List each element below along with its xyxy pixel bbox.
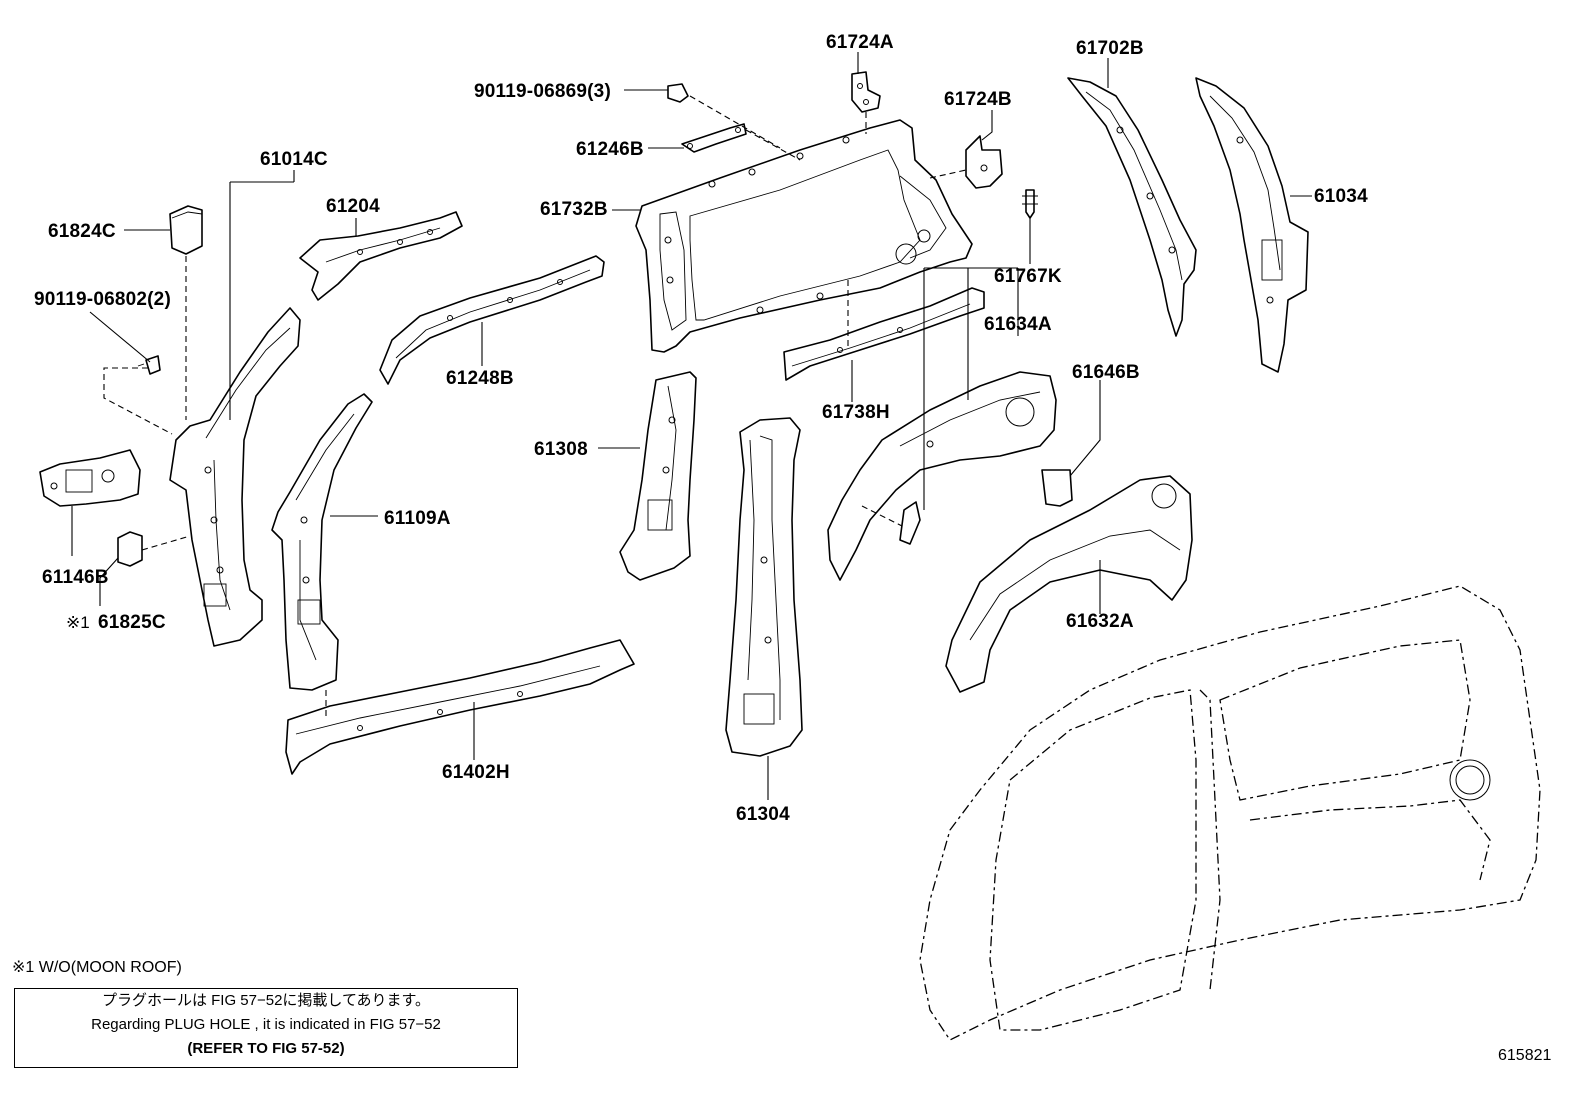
label-61767k: 61767K bbox=[994, 266, 1062, 287]
label-61738h: 61738H bbox=[822, 402, 890, 423]
label-90119-06802: 90119-06802(2) bbox=[34, 289, 171, 310]
bolt-90119-06869-drawing bbox=[667, 83, 689, 103]
label-61246b: 61246B bbox=[576, 139, 644, 160]
label-61825c-mark: ※1 bbox=[66, 613, 90, 632]
note-line-english: Regarding PLUG HOLE , it is indicated in… bbox=[91, 1016, 441, 1033]
note-line-refer: (REFER TO FIG 57-52) bbox=[187, 1040, 345, 1057]
label-61204: 61204 bbox=[326, 196, 380, 217]
part-61146b-drawing bbox=[39, 449, 141, 507]
label-61014c: 61014C bbox=[260, 149, 328, 170]
label-61146b: 61146B bbox=[42, 567, 109, 588]
label-61724b: 61724B bbox=[944, 89, 1012, 110]
label-61304: 61304 bbox=[736, 804, 790, 825]
body-side-outer-panel-drawing bbox=[919, 585, 1541, 1041]
part-61402h-drawing bbox=[285, 639, 635, 775]
part-61632a-drawing bbox=[945, 475, 1193, 693]
label-61702b: 61702B bbox=[1076, 38, 1144, 59]
label-61724a: 61724A bbox=[826, 32, 894, 53]
part-61646b-drawing bbox=[899, 469, 1073, 545]
part-61738h-drawing bbox=[783, 287, 985, 381]
label-61634a: 61634A bbox=[984, 314, 1052, 335]
part-61034-drawing bbox=[1195, 77, 1309, 373]
part-61248b-drawing bbox=[379, 255, 605, 385]
part-61014c-drawing bbox=[169, 307, 301, 647]
part-61732b-drawing bbox=[635, 119, 973, 353]
label-61824c: 61824C bbox=[48, 221, 116, 242]
label-90119-06869: 90119-06869(3) bbox=[474, 81, 611, 102]
part-61825c-drawing bbox=[117, 531, 143, 567]
alignment-lines bbox=[103, 95, 967, 716]
part-61109a-drawing bbox=[271, 393, 373, 691]
part-61308-drawing bbox=[619, 371, 697, 581]
label-61825c: 61825C bbox=[98, 612, 166, 633]
note-line-japanese: プラグホールは FIG 57−52に掲載してあります。 bbox=[101, 992, 431, 1009]
figure-code: 615821 bbox=[1498, 1047, 1552, 1064]
bolt-90119-06802-drawing bbox=[137, 355, 161, 375]
part-61702b-drawing bbox=[1067, 77, 1197, 337]
label-61109a: 61109A bbox=[384, 508, 451, 529]
part-61304-drawing bbox=[725, 417, 803, 757]
label-61248b: 61248B bbox=[446, 368, 514, 389]
footnote-moon-roof: ※1 W/O(MOON ROOF) bbox=[12, 959, 182, 976]
leader-lines bbox=[71, 52, 1312, 800]
label-61402h: 61402H bbox=[442, 762, 510, 783]
label-61034: 61034 bbox=[1314, 186, 1368, 207]
part-61724a-drawing bbox=[851, 71, 881, 113]
part-61767k-drawing bbox=[1022, 189, 1038, 219]
part-61724b-drawing bbox=[965, 135, 1003, 189]
plug-hole-note-box: プラグホールは FIG 57−52に掲載してあります。 Regarding PL… bbox=[14, 988, 518, 1068]
part-61634a-drawing bbox=[827, 371, 1057, 581]
part-61246b-drawing bbox=[681, 123, 747, 153]
part-61824c-drawing bbox=[169, 205, 203, 255]
label-61308: 61308 bbox=[534, 439, 588, 460]
part-61204-drawing bbox=[299, 211, 463, 301]
label-61732b: 61732B bbox=[540, 199, 608, 220]
label-61632a: 61632A bbox=[1066, 611, 1134, 632]
label-61646b: 61646B bbox=[1072, 362, 1140, 383]
